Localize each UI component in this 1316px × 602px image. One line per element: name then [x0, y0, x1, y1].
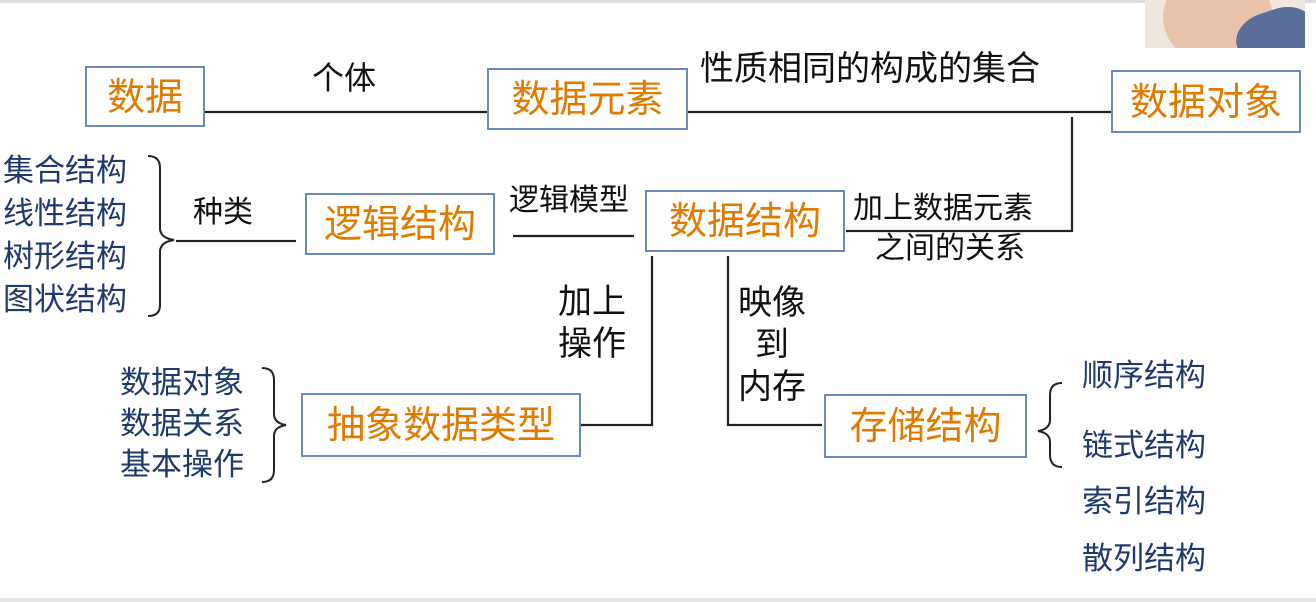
- label-add-operations: 加上 操作: [558, 281, 626, 365]
- node-logical-structure: 逻辑结构: [305, 193, 495, 255]
- node-adt: 抽象数据类型: [301, 393, 581, 457]
- adt-component-item: 数据关系: [120, 404, 244, 445]
- node-data-element: 数据元素: [487, 68, 688, 130]
- label-add-operations-1: 加上: [558, 281, 626, 323]
- label-map-to-memory-2: 到: [738, 324, 806, 366]
- label-map-to-memory-3: 内存: [738, 366, 806, 408]
- node-storage-structure: 存储结构: [824, 394, 1027, 458]
- storage-type-item: 顺序结构: [1082, 350, 1206, 395]
- logical-types-list: 集合结构 线性结构 树形结构 图状结构: [3, 150, 127, 322]
- label-map-to-memory: 映像 到 内存: [738, 282, 806, 408]
- node-data-object: 数据对象: [1111, 70, 1301, 133]
- node-data-structure: 数据结构: [645, 190, 845, 252]
- adt-component-item: 基本操作: [120, 445, 244, 486]
- logical-type-item: 树形结构: [3, 236, 127, 279]
- storage-type-item: 索引结构: [1082, 476, 1206, 521]
- bottom-border: [0, 598, 1316, 602]
- label-individual: 个体: [312, 62, 376, 94]
- adt-components-list: 数据对象 数据关系 基本操作: [120, 363, 244, 486]
- label-same-nature-set: 性质相同的构成的集合: [700, 52, 1040, 86]
- logical-type-item: 集合结构: [3, 150, 127, 193]
- storage-type-item: 散列结构: [1082, 533, 1206, 578]
- logical-type-item: 图状结构: [3, 279, 127, 322]
- label-category: 种类: [193, 198, 253, 228]
- label-map-to-memory-1: 映像: [738, 282, 806, 324]
- storage-type-item: 链式结构: [1082, 420, 1206, 465]
- label-add-relations-2: 之间的关系: [875, 234, 1025, 264]
- label-add-relations-1: 加上数据元素: [853, 194, 1033, 224]
- adt-component-item: 数据对象: [120, 363, 244, 404]
- label-add-operations-2: 操作: [558, 323, 626, 365]
- logical-type-item: 线性结构: [3, 193, 127, 236]
- label-logical-model: 逻辑模型: [509, 186, 629, 216]
- node-data: 数据: [85, 66, 205, 127]
